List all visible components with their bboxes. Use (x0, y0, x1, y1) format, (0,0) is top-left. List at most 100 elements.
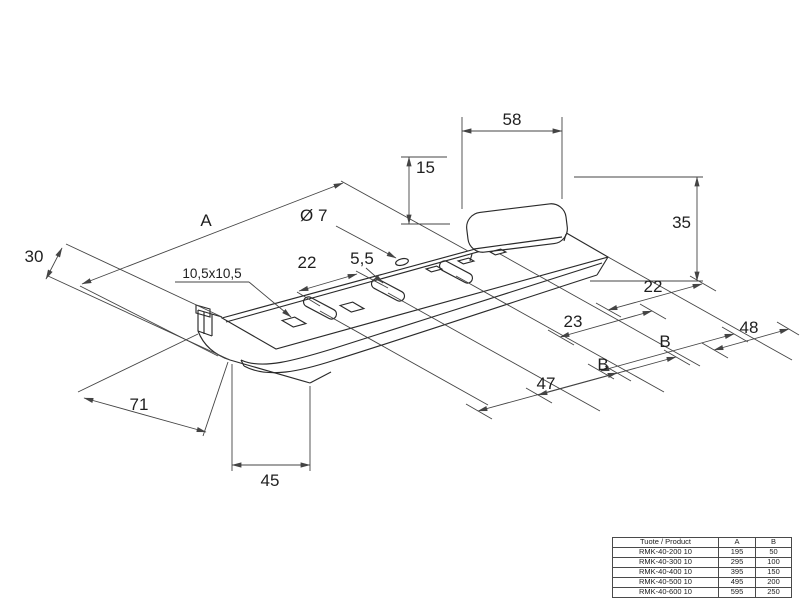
dim-47-label: 47 (537, 374, 556, 393)
table-row: RMK-40-200 10 195 50 (612, 547, 792, 558)
dim-15 (401, 156, 450, 225)
table-header-row: Tuote / Product A B (612, 537, 792, 548)
dim-35-label: 35 (672, 213, 691, 232)
extension-line (387, 292, 601, 412)
product-table: Tuote / Product A B RMK-40-200 10 195 50… (612, 537, 792, 598)
dim-58 (461, 117, 563, 209)
extension-line (465, 403, 493, 420)
dim-B1-label: B (659, 332, 670, 351)
square-hole-10x10 (280, 316, 308, 328)
small-hole-2 (456, 257, 476, 265)
dim-71-label: 71 (130, 395, 149, 414)
value-a-cell: 595 (718, 587, 756, 598)
extension-line (455, 275, 665, 393)
dim-phi7-label: Ø 7 (300, 206, 327, 225)
value-b-cell: 150 (755, 567, 792, 578)
extension-line (79, 285, 219, 357)
slot-hole-2 (370, 278, 406, 302)
dim-22-slots (296, 270, 389, 307)
dim-square-hole-label: 10,5x10,5 (182, 266, 241, 281)
product-cell: RMK-40-400 10 (612, 567, 719, 578)
slot-hole-1 (302, 296, 338, 320)
product-cell: RMK-40-500 10 (612, 577, 719, 588)
slot-hole-3 (438, 260, 474, 284)
leader-line (248, 281, 292, 318)
extension-line (607, 256, 793, 361)
dim-71 (77, 333, 229, 437)
small-hole-1 (424, 265, 444, 273)
extension-line (319, 310, 489, 406)
tab-bend-line-left (469, 253, 473, 262)
dim-22-right-label: 22 (644, 277, 663, 296)
table-row: RMK-40-300 10 295 100 (612, 557, 792, 568)
extension-line (547, 329, 575, 346)
dim-22-slots-label: 22 (298, 253, 317, 272)
table-row: RMK-40-400 10 395 150 (612, 567, 792, 578)
small-hole-3 (488, 248, 508, 256)
product-cell: RMK-40-300 10 (612, 557, 719, 568)
dim-phi7 (335, 225, 397, 259)
dim-30-label: 30 (25, 247, 44, 266)
leader-line (365, 267, 384, 284)
foot-hook (195, 304, 211, 318)
dim-45 (231, 364, 311, 471)
value-b-cell: 200 (755, 577, 792, 588)
dim-48-label: 48 (740, 318, 759, 337)
dim-47 (465, 365, 632, 420)
value-b-cell: 50 (755, 547, 792, 558)
dim-45-label: 45 (261, 471, 280, 490)
tab-thickness-line (473, 236, 563, 250)
foot-flange-end (309, 371, 332, 384)
dim-B2-label: B (597, 355, 608, 374)
round-hole-phi7 (395, 257, 409, 267)
product-cell: RMK-40-200 10 (612, 547, 719, 558)
extension-line (47, 275, 231, 361)
foot-inner-join (197, 330, 213, 337)
extension-line (202, 361, 229, 437)
value-a-cell: 495 (718, 577, 756, 588)
dim-A-label: A (200, 211, 212, 230)
dim-23-label: 23 (564, 312, 583, 331)
dim-line (607, 283, 703, 311)
dim-55-slot-width (365, 267, 384, 284)
dim-line (81, 182, 344, 285)
value-a-cell: 295 (718, 557, 756, 568)
dim-line (559, 310, 653, 338)
table-row: RMK-40-500 10 495 200 (612, 577, 792, 588)
front-apron-upper-line (240, 262, 603, 365)
front-apron-lower-line (243, 274, 598, 374)
dim-line (477, 372, 618, 412)
dim-35 (574, 176, 703, 282)
dim-square-hole (175, 281, 292, 318)
value-a-cell: 395 (718, 567, 756, 578)
product-cell: RMK-40-600 10 (612, 587, 719, 598)
dimension-labels: 58 15 35 Ø 7 A 30 10,5x10,5 22 5,5 22 23… (25, 110, 759, 490)
extension-line (77, 333, 199, 393)
tab-bend-line-right (563, 233, 567, 242)
extension-line (689, 275, 717, 292)
value-b-cell: 100 (755, 557, 792, 568)
table-row: RMK-40-600 10 595 250 (612, 587, 792, 598)
dim-23 (547, 303, 667, 346)
extension-line (604, 365, 632, 382)
dim-30 (45, 243, 231, 361)
extension-line (663, 349, 691, 366)
extension-line (701, 342, 729, 359)
value-a-cell: 195 (718, 547, 756, 558)
b-column-header: B (755, 537, 792, 548)
square-hole-2 (338, 301, 366, 313)
dim-line (45, 247, 63, 280)
leader-line (335, 225, 397, 259)
extension-line (340, 180, 469, 252)
extension-line (721, 326, 749, 343)
a-column-header: A (718, 537, 756, 548)
extension-line (776, 321, 800, 336)
value-b-cell: 250 (755, 587, 792, 598)
dimension-lines (45, 117, 800, 471)
extension-line (65, 243, 223, 318)
dim-55-label: 5,5 (350, 249, 374, 268)
dim-line (298, 273, 358, 292)
dim-15-label: 15 (416, 158, 435, 177)
